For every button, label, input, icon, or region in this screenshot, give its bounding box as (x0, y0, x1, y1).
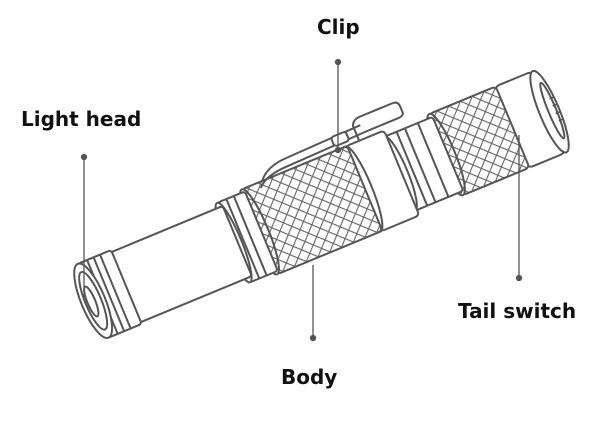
body-leader-dot (309, 334, 317, 342)
tail-switch-leader-dot (515, 274, 523, 282)
tail-cap (494, 69, 570, 168)
clip-label: Clip (317, 15, 360, 39)
light-head-leader-dot (80, 153, 88, 161)
body-label: Body (281, 365, 338, 389)
light-head-label: Light head (21, 107, 142, 131)
clip-leader-end (334, 146, 342, 154)
tail-switch-label: Tail switch (458, 299, 577, 323)
leader-lines (80, 58, 523, 342)
flashlight (73, 69, 570, 340)
clip-leader-dot (334, 58, 342, 66)
pocket-clip (259, 101, 404, 189)
